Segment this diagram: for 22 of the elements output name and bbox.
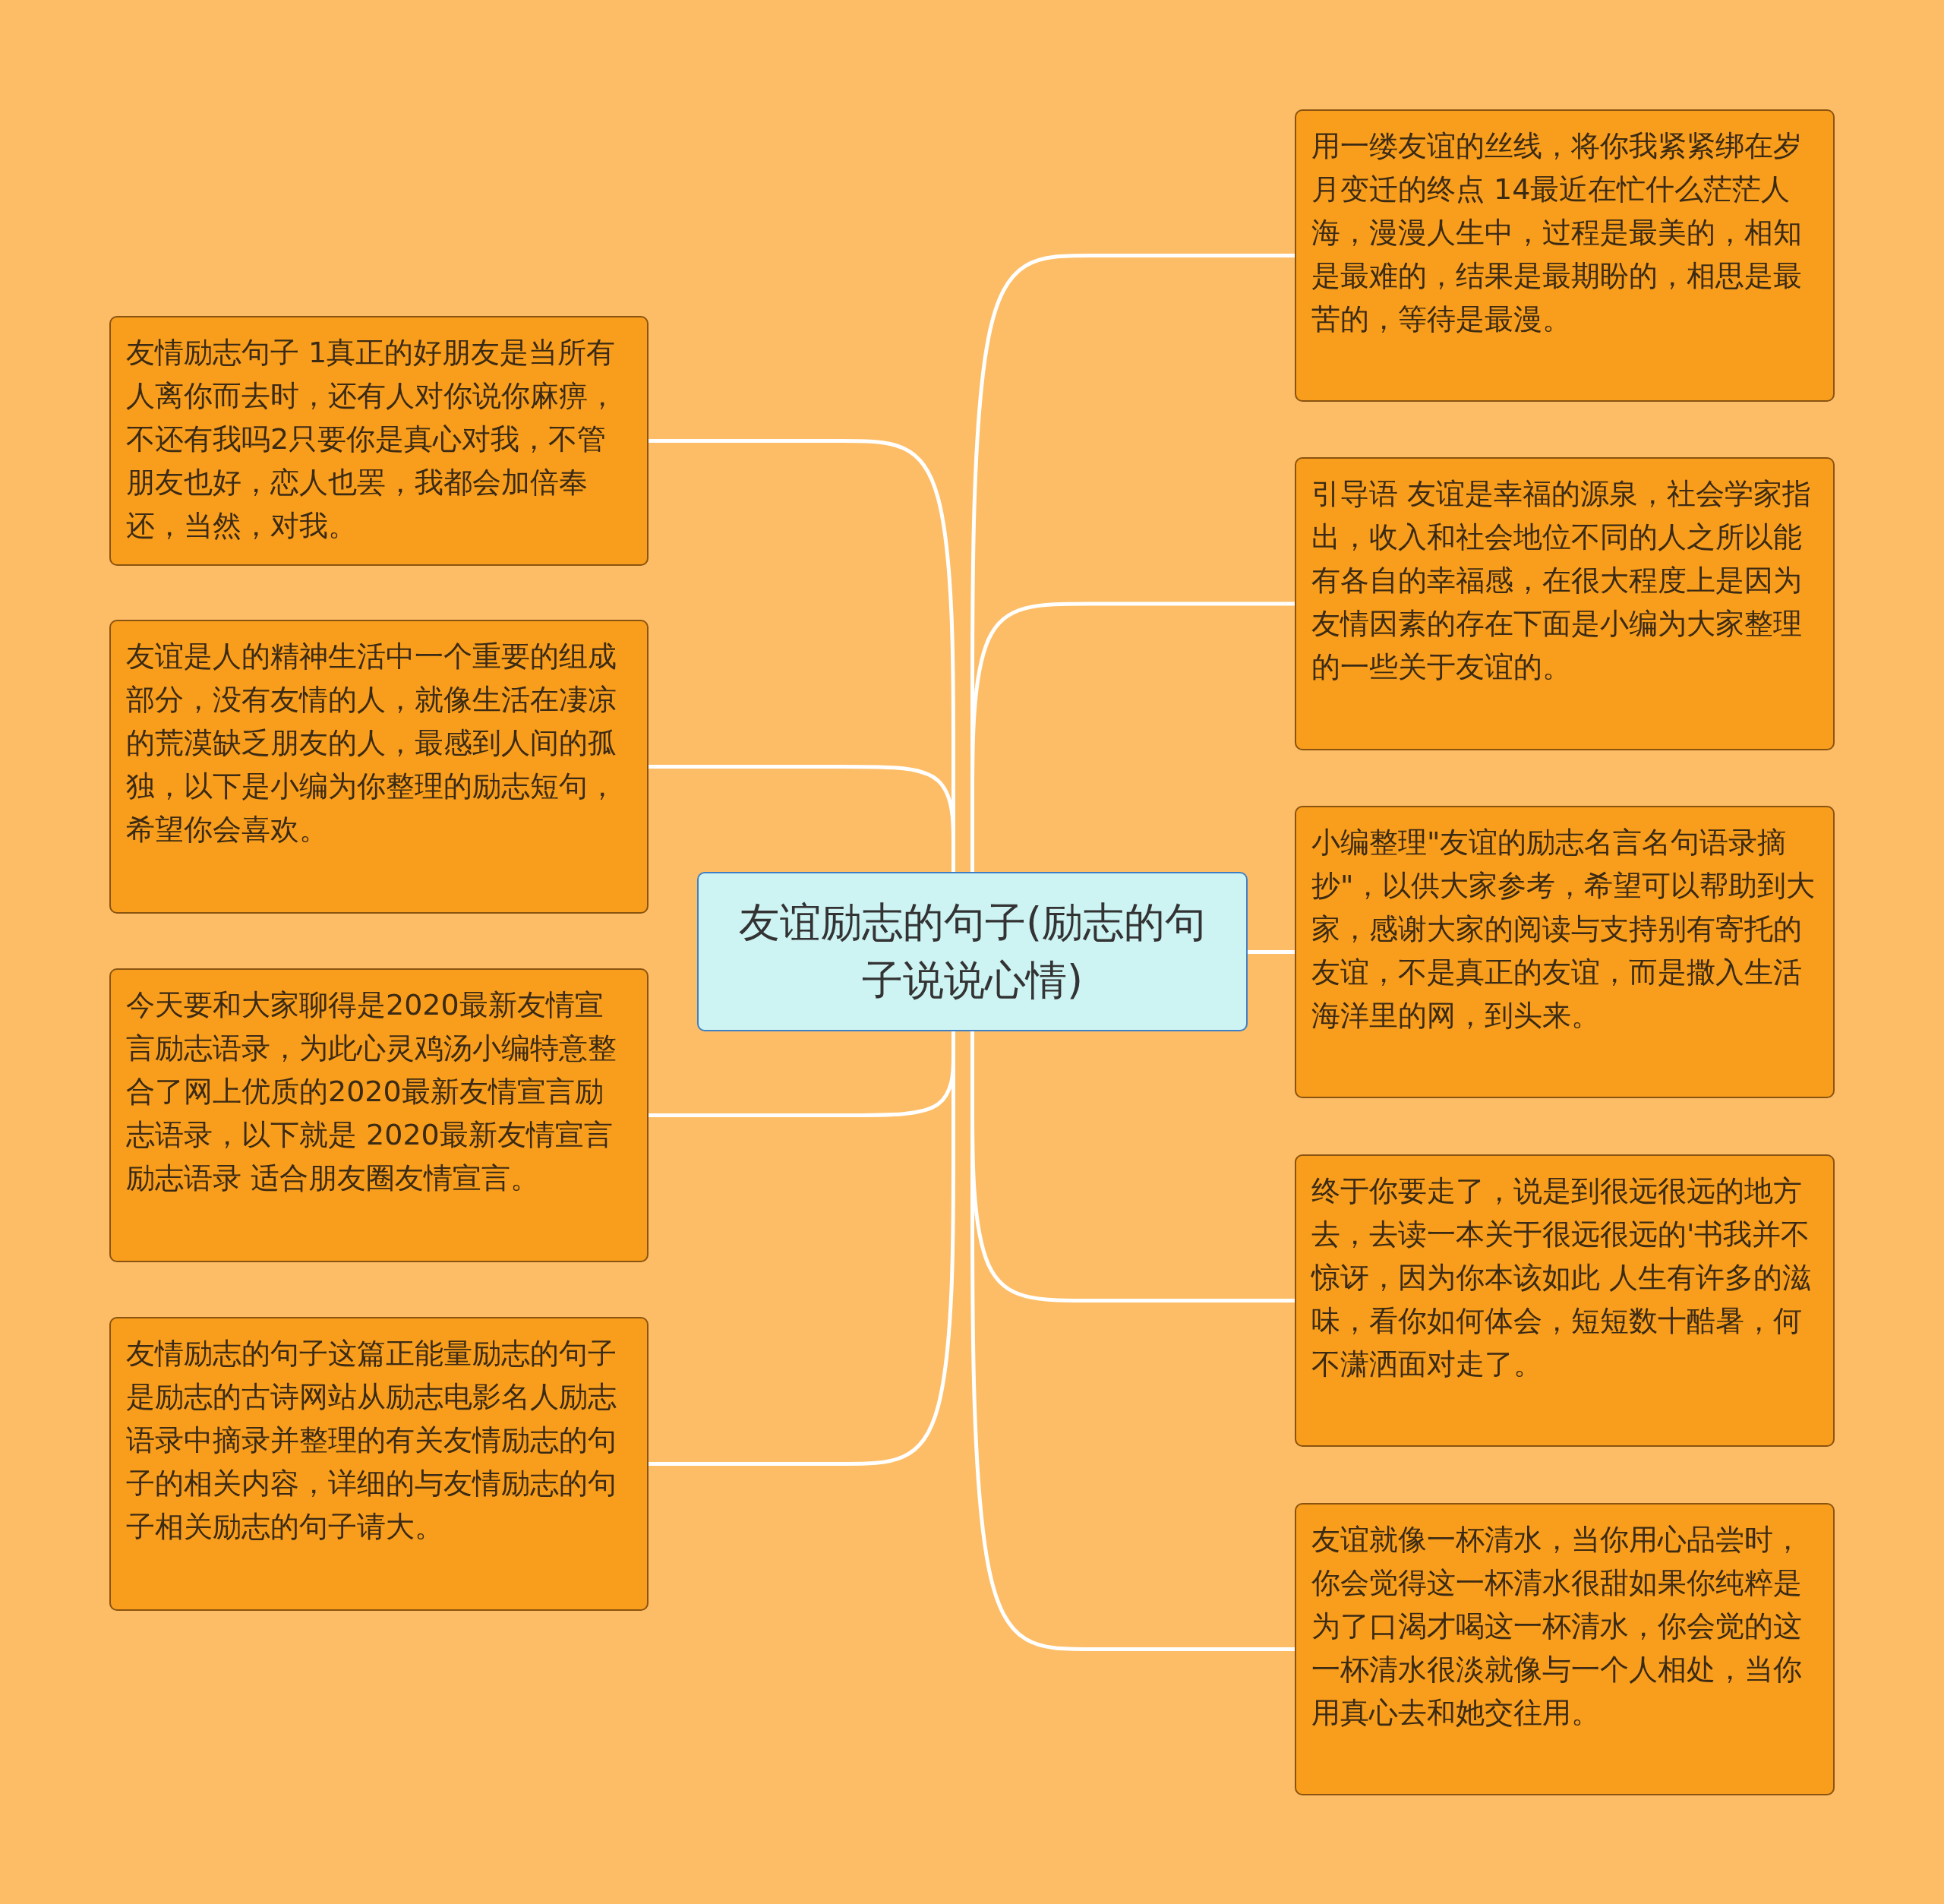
note-box bbox=[1295, 806, 1835, 1098]
note-text: 今天要和大家聊得是2020最新友情宣言励志语录，为此心灵鸡汤小编特意整合了网上优质的2020最新友情宣言励志语录，以下就是 2020最新友情宣言励志语录 适合朋友圈友情宣言。 bbox=[126, 988, 617, 1195]
connector-line bbox=[1248, 950, 1295, 954]
note-box bbox=[109, 316, 649, 566]
note-box bbox=[109, 968, 649, 1262]
note-text: 友情励志句子 1真正的好朋友是当所有人离你而去时，还有人对你说你麻痹，不还有我吗2只要你是真心对我，不管朋友也好，恋人也罢，我都会加倍奉还，当然，对我。 bbox=[126, 336, 617, 542]
note-text: 友情励志的句子这篇正能量励志的句子是励志的古诗网站从励志电影名人励志语录中摘录并整理的有关友情励志的句子的相关内容，详细的与友情励志的句子相关励志的句子请大。 bbox=[126, 1337, 617, 1543]
note-text: 终于你要走了，说是到很远很远的地方去，去读一本关于很远很远的'书我并不惊讶，因为你本该如此 人生有许多的滋味，看你如何体会，短短数十酷暑，何不潇洒面对走了。 bbox=[1311, 1174, 1812, 1381]
note-box bbox=[1295, 1503, 1835, 1795]
topic-box bbox=[697, 872, 1248, 1031]
note-box bbox=[1295, 457, 1835, 750]
topic-text: 友谊励志的句子(励志的句子说说心情) bbox=[737, 898, 1207, 1006]
note-text: 友谊就像一杯清水，当你用心品尝时，你会觉得这一杯清水很甜如果你纯粹是为了口渴才喝这一杯清水，你会觉的这一杯清水很淡就像与一个人相处，当你用真心去和她交往用。 bbox=[1311, 1523, 1802, 1729]
note-text: 引导语 友谊是幸福的源泉，社会学家指出，收入和社会地位不同的人之所以能有各自的幸福感，在很大程度上是因为友情因素的存在下面是小编为大家整理的一些关于友谊的。 bbox=[1311, 477, 1812, 684]
note-box bbox=[109, 620, 649, 914]
connector-line bbox=[649, 765, 955, 872]
note-box bbox=[1295, 109, 1835, 402]
note-text: 小编整理"友谊的励志名言名句语录摘抄"，以供大家参考，希望可以帮助到大家，感谢大家的阅读与支持别有寄托的友谊，不是真正的友谊，而是撒入生活海洋里的网，到头来。 bbox=[1311, 826, 1816, 1032]
note-text: 友谊是人的精神生活中一个重要的组成部分，没有友情的人，就像生活在凄凉的荒漠缺乏朋友的人，最感到人间的孤独，以下是小编为你整理的励志短句，希望你会喜欢。 bbox=[126, 639, 617, 846]
note-box bbox=[1295, 1154, 1835, 1447]
note-box bbox=[109, 1317, 649, 1611]
note-text: 用一缕友谊的丝线，将你我紧紧绑在岁月变迁的终点 14最近在忙什么茫茫人海，漫漫人生中，过程是最美的，相知是最难的，结果是最期盼的，相思是最苦的，等待是最漫。 bbox=[1311, 129, 1802, 336]
